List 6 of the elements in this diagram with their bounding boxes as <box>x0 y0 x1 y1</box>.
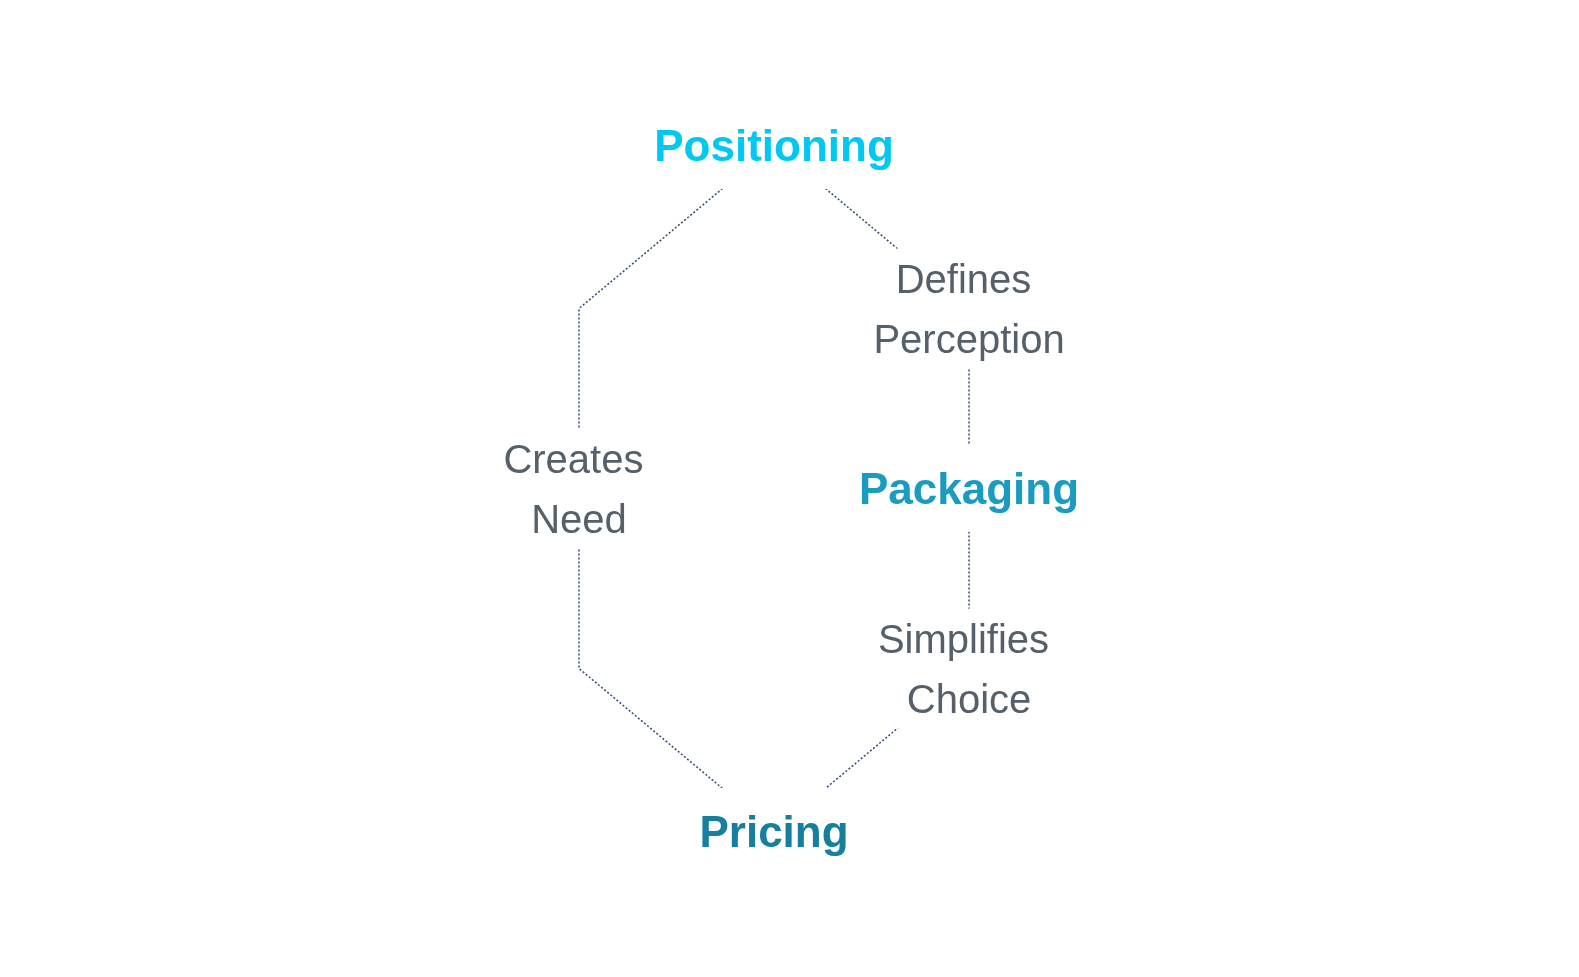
node-text: Pricing <box>699 806 850 856</box>
edge-label: Simplifies Choice <box>878 616 1050 721</box>
node-text: Packaging <box>859 463 1080 513</box>
edge-label: Defines Perception <box>873 256 1066 361</box>
edge-label: Creates Need <box>503 436 644 541</box>
node-text: Positioning <box>654 120 895 170</box>
